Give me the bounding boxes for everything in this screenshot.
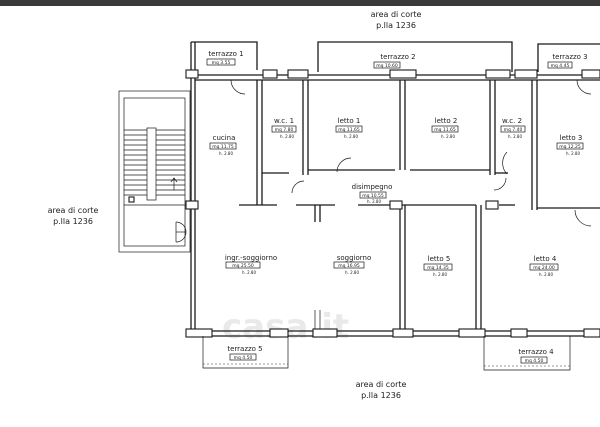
- outside-bottom-line1: area di corte: [356, 380, 407, 389]
- room-letto-3: letto 3 mq 12.25 h. 2.80: [556, 134, 584, 156]
- room-area: mq 4.50: [525, 358, 544, 364]
- room-name: terrazzo 5: [227, 345, 262, 353]
- room-height: h. 2.80: [508, 134, 522, 139]
- room-terrazzo-5: terrazzo 5 mq 4.50: [227, 345, 262, 361]
- outside-top-line2: p.lla 1236: [376, 21, 416, 30]
- room-name: terrazzo 4: [518, 348, 554, 356]
- interior-walls: [239, 80, 600, 331]
- room-height: h. 2.80: [219, 151, 233, 156]
- room-height: h. 2.80: [242, 270, 256, 275]
- room-height: h. 2.80: [344, 134, 358, 139]
- room-area: mq 7.80: [275, 127, 294, 133]
- room-area: mq 3.55: [212, 60, 231, 66]
- room-name: ingr.-soggiorno: [225, 254, 277, 262]
- outside-left-line2: p.lla 1236: [53, 217, 93, 226]
- room-letto-2: letto 2 mq 11.65 h. 2.80: [431, 117, 459, 139]
- room-name: letto 1: [338, 117, 361, 125]
- room-name: disimpegno: [352, 183, 393, 191]
- room-name: w.c. 1: [274, 117, 294, 125]
- watermark: casa.it: [222, 307, 349, 347]
- outside-label-left: area di corte p.lla 1236: [48, 206, 99, 226]
- room-letto-1: letto 1 mq 11.65 h. 2.80: [335, 117, 363, 139]
- staircase: [118, 90, 191, 253]
- room-area: mq 11.65: [434, 127, 456, 133]
- room-area: mq 25.50: [232, 263, 254, 269]
- room-name: terrazzo 1: [208, 50, 243, 58]
- room-soggiorno: soggiorno mq 16.95 h. 2.80: [333, 254, 372, 275]
- room-height: h. 2.80: [280, 134, 294, 139]
- room-area: mq 11.65: [338, 127, 360, 133]
- room-terrazzo-3: terrazzo 3 mq 4.45: [547, 53, 588, 69]
- room-name: w.c. 2: [502, 117, 522, 125]
- room-name: letto 5: [428, 255, 451, 263]
- room-height: h. 2.80: [345, 270, 359, 275]
- room-wc-1: w.c. 1 mq 7.80 h. 2.80: [271, 117, 297, 139]
- door-swings: [230, 79, 592, 227]
- room-height: h. 2.80: [441, 134, 455, 139]
- room-terrazzo-1: terrazzo 1 mq 3.55: [206, 50, 244, 66]
- outside-label-top: area di corte p.lla 1236: [371, 10, 422, 30]
- room-area: mq 10.60: [376, 63, 398, 69]
- room-disimpegno: disimpegno mq 10.55 h. 2.80: [352, 183, 393, 204]
- room-area: mq 4.45: [551, 63, 570, 69]
- room-name: terrazzo 3: [552, 53, 587, 61]
- room-wc-2: w.c. 2 mq 7.40 h. 2.80: [500, 117, 526, 139]
- outside-label-bottom: area di corte p.lla 1236: [356, 380, 407, 400]
- room-area: mq 12.25: [559, 144, 581, 150]
- room-name: cucina: [213, 134, 236, 142]
- room-height: h. 2.80: [566, 151, 580, 156]
- room-name: letto 3: [560, 134, 583, 142]
- room-name: terrazzo 2: [380, 53, 415, 61]
- room-name: letto 4: [534, 255, 557, 263]
- room-letto-4: letto 4 mq 24.00 h. 2.80: [529, 255, 559, 277]
- room-area: mq 11.75: [212, 144, 234, 150]
- room-height: h. 2.80: [539, 272, 553, 277]
- room-area: mq 4.50: [234, 355, 253, 361]
- outside-left-line1: area di corte: [48, 206, 99, 215]
- room-area: mq 24.00: [533, 265, 555, 271]
- room-letto-5: letto 5 mq 14.35 h. 2.80: [423, 255, 453, 277]
- room-area: mq 10.55: [362, 193, 384, 199]
- room-height: h. 2.80: [433, 272, 447, 277]
- terraces: [202, 336, 571, 371]
- outside-top-line1: area di corte: [371, 10, 422, 19]
- room-name: soggiorno: [337, 254, 372, 262]
- room-terrazzo-4: terrazzo 4 mq 4.50: [518, 348, 554, 364]
- building-walls: [190, 41, 600, 337]
- room-area: mq 16.95: [338, 263, 360, 269]
- room-ingr-soggiorno: ingr.-soggiorno mq 25.50 h. 2.80: [225, 254, 277, 275]
- wall-piers: [185, 69, 600, 338]
- room-name: letto 2: [435, 117, 458, 125]
- room-area: mq 14.35: [427, 265, 449, 271]
- room-terrazzo-2: terrazzo 2 mq 10.60: [373, 53, 416, 69]
- outside-bottom-line2: p.lla 1236: [361, 391, 401, 400]
- room-height: h. 2.80: [367, 199, 381, 204]
- top-edge-bar: [0, 0, 600, 6]
- room-area: mq 7.40: [504, 127, 523, 133]
- room-cucina: cucina mq 11.75 h. 2.80: [209, 134, 237, 156]
